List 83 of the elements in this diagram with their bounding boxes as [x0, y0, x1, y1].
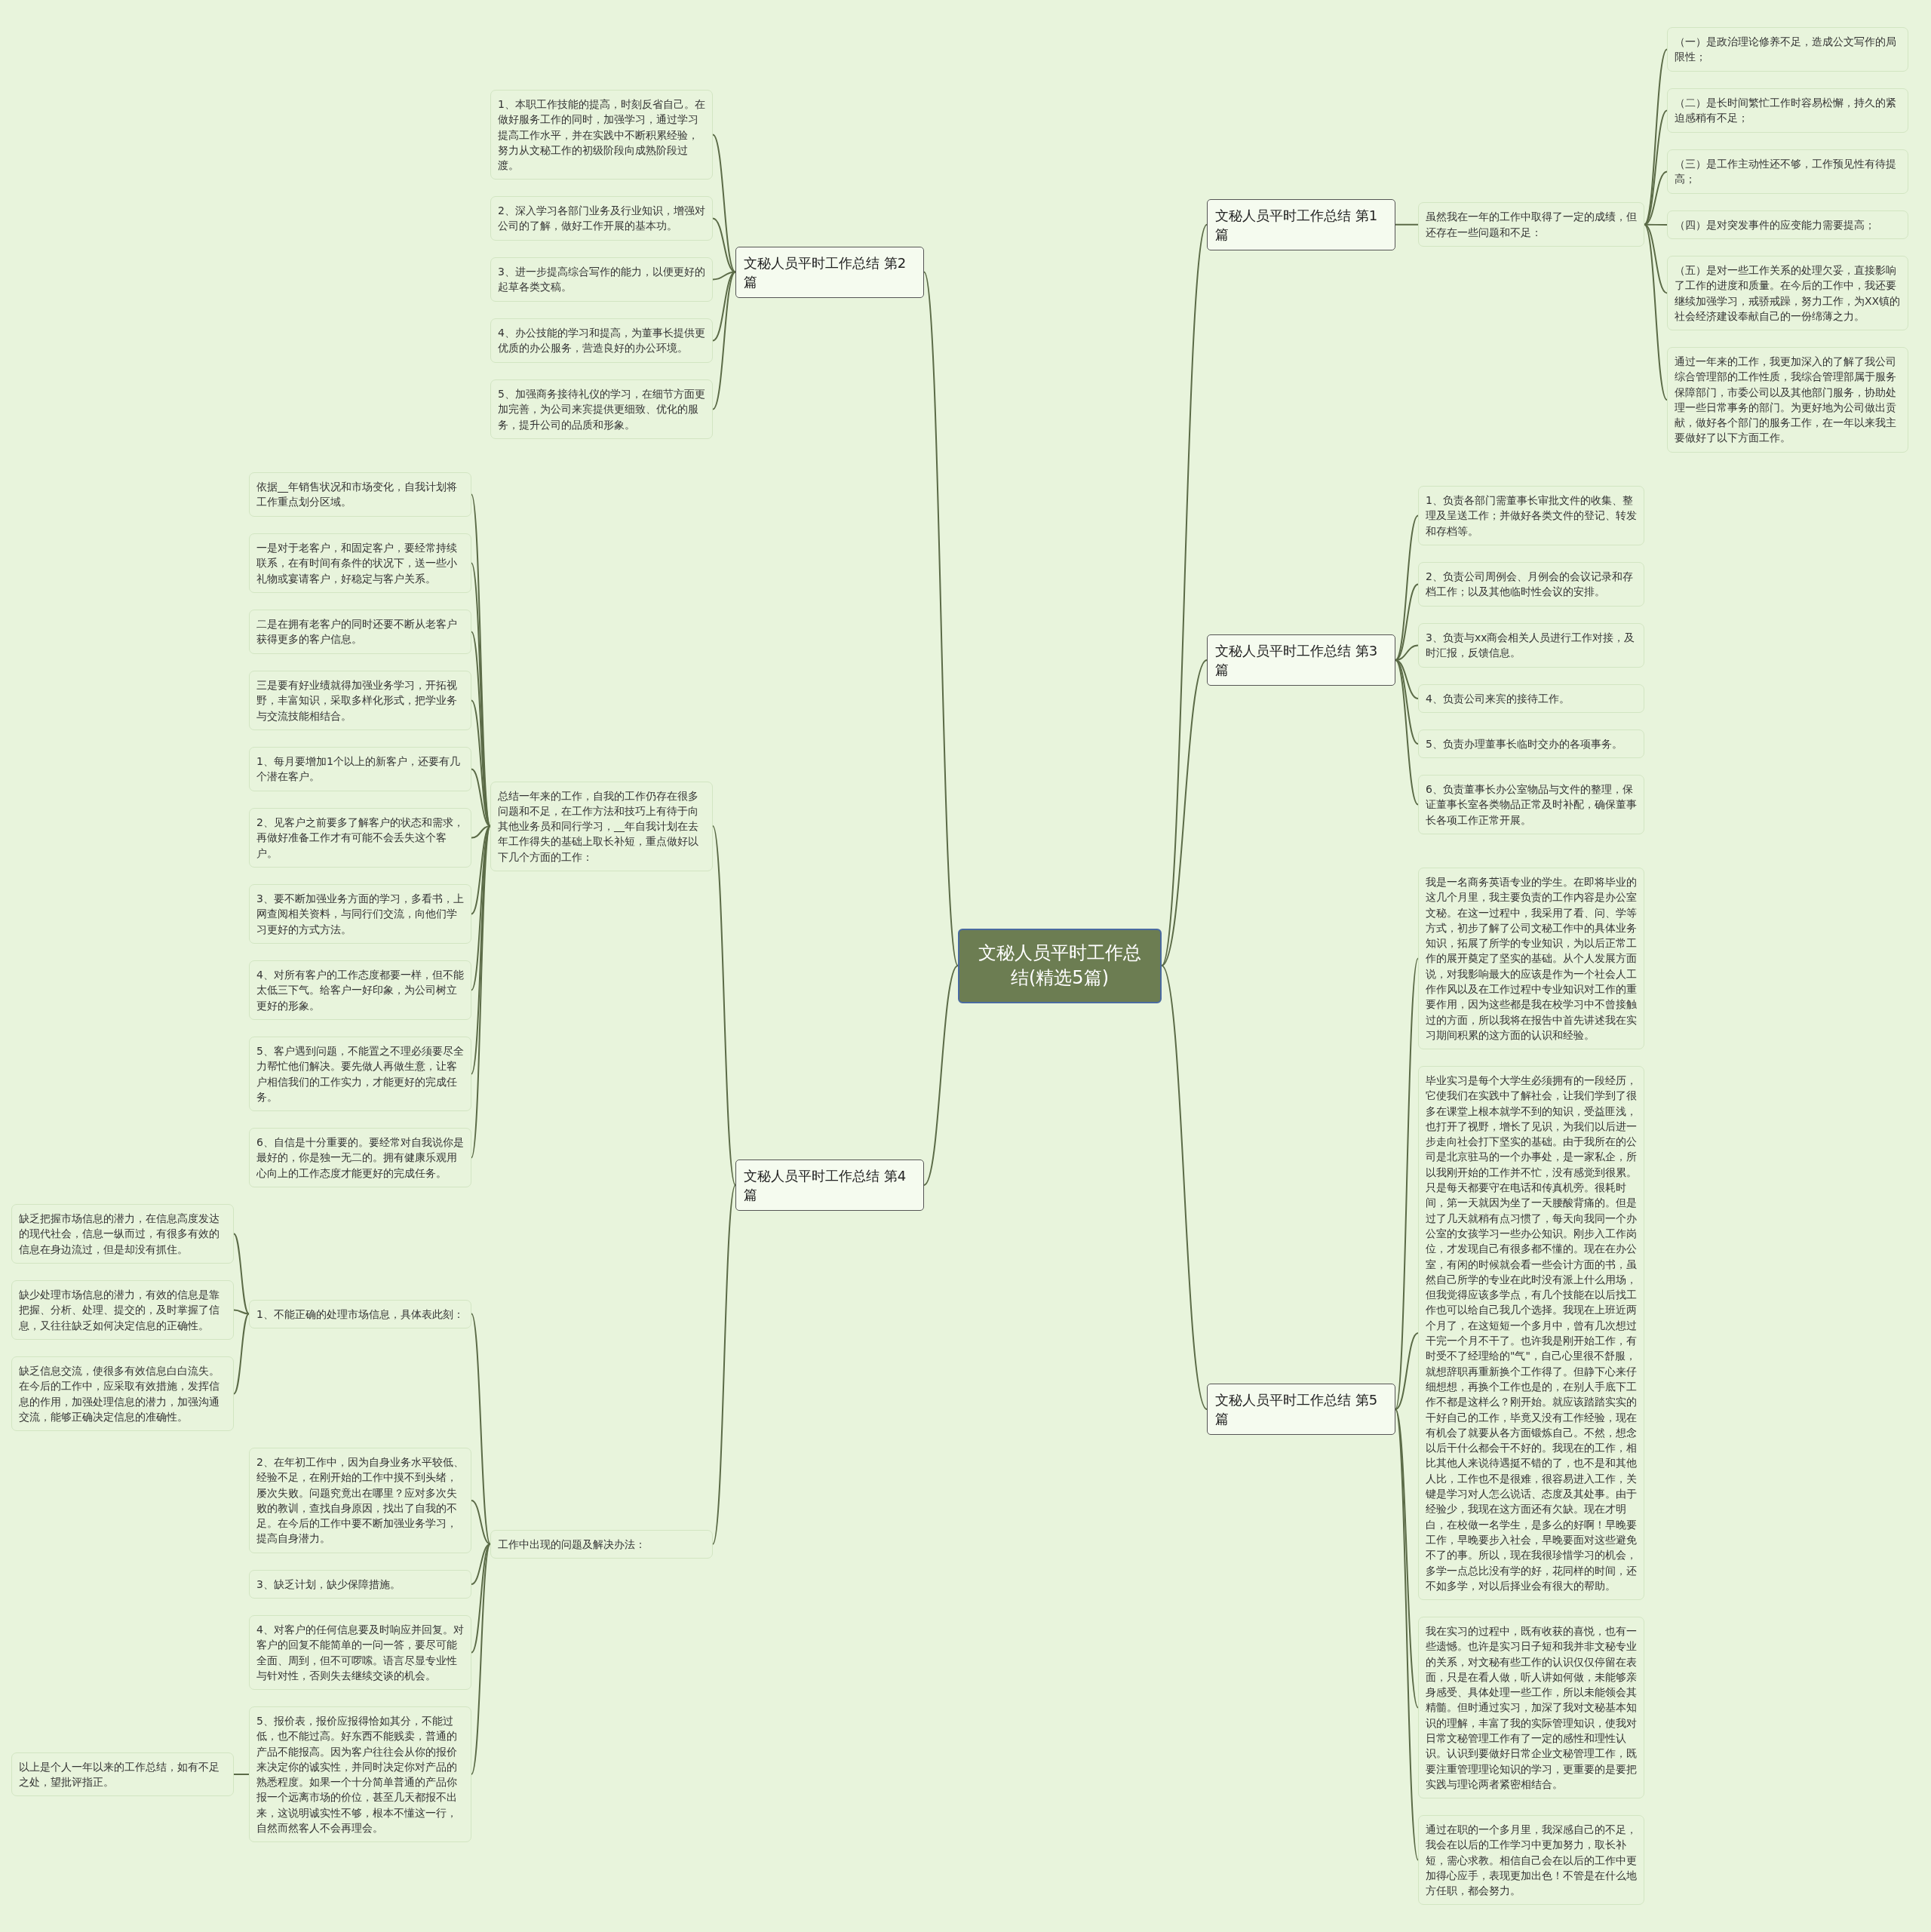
- note-box: 3、要不断加强业务方面的学习，多看书，上网查阅相关资料，与同行们交流，向他们学习更好的方式方法。: [249, 884, 471, 944]
- connector-line: [471, 1543, 491, 1585]
- note-box: 1、不能正确的处理市场信息，具体表此刻：: [249, 1299, 471, 1328]
- note-box: （五）是对一些工作关系的处理欠妥，直接影响了工作的进度和质量。在今后的工作中，我还要继续加强学习，戒骄戒躁，努力工作，为XX镇的社会经济建设奉献自己的一份绵薄之力。: [1667, 256, 1908, 331]
- connector-line: [712, 1184, 736, 1545]
- note-box: 2、在年初工作中，因为自身业务水平较低、经验不足，在刚开始的工作中摸不到头绪，屡次失败。问题究竟出在哪里？应对多次失败的教训，查找自身原因，找出了自我的不足。在今后的工作中要不断加强业务学习，提高自身潜力。: [249, 1448, 471, 1553]
- connector-line: [471, 1500, 491, 1545]
- connector-line: [1395, 957, 1419, 1410]
- connector-line: [471, 825, 491, 839]
- connector-line: [1395, 1332, 1419, 1410]
- connector-line: [1161, 965, 1208, 1410]
- note-box: 6、自信是十分重要的。要经常对自我说你是最好的，你是独一无二的。拥有健康乐观用心向上的工作态度才能更好的完成任务。: [249, 1128, 471, 1187]
- connector-line: [1644, 48, 1668, 226]
- topic-box: 文秘人员平时工作总结 第4篇: [735, 1159, 924, 1212]
- note-box: 工作中出现的问题及解决办法：: [490, 1529, 713, 1559]
- connector-line: [233, 1233, 250, 1315]
- connector-line: [233, 1313, 250, 1395]
- note-box: 4、对所有客户的工作态度都要一样，但不能太低三下气。给客户一好印象，为公司树立更好的形象。: [249, 960, 471, 1020]
- connector-line: [1395, 659, 1419, 806]
- topic-box: 文秘人员平时工作总结 第3篇: [1207, 634, 1395, 686]
- connector-line: [1395, 1408, 1419, 1709]
- note-box: 5、加强商务接待礼仪的学习，在细节方面更加完善，为公司来宾提供更细致、优化的服务，提升公司的品质和形象。: [490, 379, 713, 439]
- note-box: 4、对客户的任何信息要及时响应并回复。对客户的回复不能简单的一问一答，要尽可能全面、周到，但不可啰嗦。语言尽显专业性与针对性，否则失去继续交谈的机会。: [249, 1615, 471, 1691]
- note-box: 通过在职的一个多月里，我深感自己的不足，我会在以后的工作学习中更加努力，取长补短，需心求教。相信自己会在以后的工作中更加得心应手，表现更加出色！不管是在什么地方任职，都会努力。: [1418, 1815, 1644, 1906]
- connector-line: [712, 271, 736, 410]
- note-box: 5、报价表，报价应报得恰如其分，不能过低，也不能过高。好东西不能贱卖，普通的产品不能报高。因为客户往往会从你的报价来决定你的诚实性，并同时决定你对产品的熟悉程度。如果一个十分简单普通的产品你报一个远离市场的价位，甚至几天都报不出来，这说明诚实性不够，根本不懂这一行，自然而然客人不会再理会。: [249, 1706, 471, 1843]
- central-topic-box: 文秘人员平时工作总结(精选5篇): [958, 928, 1162, 1003]
- note-box: 二是在拥有老客户的同时还要不断从老客户获得更多的客户信息。: [249, 610, 471, 654]
- connector-line: [923, 271, 959, 966]
- note-box: 2、负责公司周例会、月例会的会议记录和存档工作；以及其他临时性会议的安排。: [1418, 562, 1644, 607]
- topic-box: 文秘人员平时工作总结 第5篇: [1207, 1384, 1395, 1436]
- note-box: 2、见客户之前要多了解客户的状态和需求，再做好准备工作才有可能不会丢失这个客户。: [249, 808, 471, 868]
- connector-line: [1395, 223, 1419, 226]
- topic-box: 文秘人员平时工作总结 第2篇: [735, 246, 924, 298]
- note-box: 2、深入学习各部门业务及行业知识，增强对公司的了解，做好工作开展的基本功。: [490, 196, 713, 241]
- note-box: 我是一名商务英语专业的学生。在即将毕业的这几个月里，我主要负责的工作内容是办公室文秘。在这一过程中，我采用了看、问、学等方式，初步了解了公司文秘工作中的具体业务知识，拓展了所学的专业知识，为以后正常工作的展开奠定了坚实的基础。从个人发展方面说，对我影响最大的应该是作为一个社会人工作作风以及在工作过程中专业知识对工作的重要作用，因为这些都是我在校学习中不曾接触过的方面，所以我将在报告中首先讲述我在实习期间积累的这方面的认识和经验。: [1418, 868, 1644, 1050]
- note-box: 5、客户遇到问题，不能置之不理必须要尽全力帮忙他们解决。要先做人再做生意，让客户相信我们的工作实力，才能更好的完成任务。: [249, 1037, 471, 1112]
- connector-line: [471, 1543, 491, 1775]
- note-box: （一）是政治理论修养不足，造成公文写作的局限性；: [1667, 27, 1908, 72]
- note-box: 虽然我在一年的工作中取得了一定的成绩，但还存在一些问题和不足：: [1418, 202, 1644, 247]
- note-box: 缺乏把握市场信息的潜力，在信息高度发达的现代社会，信息一纵而过，有很多有效的信息在身边流过，但是却没有抓住。: [11, 1204, 234, 1264]
- connector-line: [471, 1313, 491, 1545]
- note-box: （四）是对突发事件的应变能力需要提高；: [1667, 210, 1908, 240]
- connector-line: [233, 1774, 250, 1775]
- topic-box: 文秘人员平时工作总结 第1篇: [1207, 198, 1395, 251]
- connector-line: [712, 134, 736, 273]
- note-box: 依据__年销售状况和市场变化，自我计划将工作重点划分区域。: [249, 472, 471, 517]
- note-box: （二）是长时间繁忙工作时容易松懈，持久的紧迫感稍有不足；: [1667, 88, 1908, 133]
- connector-line: [1644, 223, 1668, 401]
- note-box: 我在实习的过程中，既有收获的喜悦，也有一些遗憾。也许是实习日子短和我并非文秘专业的关系，对文秘有些工作的认识仅仅停留在表面，只是在看人做，听人讲如何做，未能够亲身感受、具体处理一些工作，所以未能领会其精髓。但时通过实习，加深了我对文秘基本知识的理解，丰富了我的实际管理知识，使我对日常文秘管理工作有了一定的感性和理性认识。认识到要做好日常企业文秘管理工作，既要注重管理理论知识的学习，更重要的是要把实践与理论两者紧密相结合。: [1418, 1617, 1644, 1799]
- note-box: 4、办公技能的学习和提高，为董事长提供更优质的办公服务，营造良好的办公环境。: [490, 318, 713, 363]
- connector-line: [1395, 1408, 1419, 1861]
- note-box: 4、负责公司来宾的接待工作。: [1418, 684, 1644, 714]
- connector-line: [1161, 659, 1208, 966]
- note-box: 毕业实习是每个大学生必须拥有的一段经历，它使我们在实践中了解社会，让我们学到了很多在课堂上根本就学不到的知识，受益匪浅，也打开了视野，增长了见识，为我们以后进一步走向社会打下坚实的基础。由于我所在的公司是北京驻马的一个办事处，是一家私企，所以我刚开始的工作并不忙，没有感觉到很累。只是每天都要守在电话和传真机旁。很耗时间，第一天就因为坐了一天腰酸背痛的。但是过了几天就稍有点习惯了，每天向我同一个办公室的女孩学习一些办公知识。刚步入工作岗位，才发现自己有很多都不懂的。现在在办公室，有闲的时候就会看一些会计方面的书，虽然自己所学的专业在此时没有派上什么用场，但我觉得应该多学点，有几个技能在以后找工作也可以给自己我几个选择。我现在上班近两个月了，在这短短一个多月中，曾有几次想过干完一个月不干了。也许我是刚开始工作，有时受不了经理给的"气"，自己心里很不舒服，就想辞职再重新换个工作得了。但静下心来仔细想想，再换个工作也是的，在别人手底下工作不都是这样么？刚开始。就应该踏踏实实的干好自己的工作，毕竟又没有工作经验，现在有机会了就要从各方面锻炼自己。不然，想念以后干什么都会干不好的。我现在的工作，相比其他人来说待遇挺不错的了，也不是和其他人比，工作也不是很难，很容易进入工作，关键是学习对人怎么说话、态度及其处事。由于经验少，我现在这方面还有欠缺。现在才明白，在校做一名学生，是多么的好啊！早晚要工作，早晚要步入社会，早晚要面对这些避免不了的事。所以，现在我很珍惜学习的机会，多学一点总比没有学的好，花同样的时间，还不如多学，对以后择业会有很大的帮助。: [1418, 1066, 1644, 1601]
- connector-line: [471, 768, 491, 827]
- connector-line: [923, 965, 959, 1186]
- connector-line: [1395, 583, 1419, 661]
- connector-line: [233, 1309, 250, 1315]
- connector-line: [1395, 659, 1419, 745]
- note-box: 通过一年来的工作，我更加深入的了解了我公司综合管理部的工作性质，我综合管理部属于服务保障部门，市委公司以及其他部门服务，协助处理一些日常事务的部门。为更好地为公司做出贡献，做好各个部门的服务工作，在一年以来我主要做好了以下方面工作。: [1667, 347, 1908, 453]
- note-box: 1、负责各部门需董事长审批文件的收集、整理及呈送工作；并做好各类文件的登记、转发和存档等。: [1418, 486, 1644, 545]
- connector-line: [1644, 109, 1668, 226]
- note-box: 3、负责与xx商会相关人员进行工作对接，及时汇报，反馈信息。: [1418, 623, 1644, 668]
- note-box: 3、缺乏计划，缺少保障措施。: [249, 1570, 471, 1599]
- connector-line: [712, 217, 736, 273]
- connector-line: [471, 825, 491, 915]
- note-box: 1、本职工作技能的提高，时刻反省自己。在做好服务工作的同时，加强学习，通过学习提高工作水平，并在实践中不断积累经验，努力从文秘工作的初级阶段向成熟阶段过渡。: [490, 90, 713, 180]
- note-box: 三是要有好业绩就得加强业务学习，开拓视野，丰富知识，采取多样化形式，把学业务与交流技能相结合。: [249, 671, 471, 730]
- note-box: 以上是个人一年以来的工作总结，如有不足之处，望批评指正。: [11, 1752, 234, 1797]
- note-box: 缺乏信息交流，使很多有效信息白白流失。在今后的工作中，应采取有效措施，发挥信息的作用，加强处理信息的潜力，加强沟通交流，能够正确决定信息的准确性。: [11, 1356, 234, 1432]
- connector-line: [712, 825, 736, 1186]
- note-box: 总结一年来的工作，自我的工作仍存在很多问题和不足，在工作方法和技巧上有待于向其他业务员和同行学习，__年自我计划在去年工作得失的基础上取长补短，重点做好以下几个方面的工作：: [490, 781, 713, 871]
- note-box: 一是对于老客户，和固定客户，要经常持续联系，在有时间有条件的状况下，送一些小礼物或宴请客户，好稳定与客户关系。: [249, 533, 471, 593]
- note-box: 5、负责办理董事长临时交办的各项事务。: [1418, 729, 1644, 759]
- connector-line: [1644, 223, 1668, 294]
- connector-line: [1161, 223, 1208, 966]
- note-box: 1、每月要增加1个以上的新客户，还要有几个潜在客户。: [249, 747, 471, 791]
- note-box: 缺少处理市场信息的潜力，有效的信息是靠把握、分析、处理、提交的，及时掌握了信息，又往往缺乏如何决定信息的正确性。: [11, 1280, 234, 1340]
- note-box: 3、进一步提高综合写作的能力，以便更好的起草各类文稿。: [490, 257, 713, 302]
- note-box: （三）是工作主动性还不够，工作预见性有待提高；: [1667, 149, 1908, 194]
- connector-line: [471, 1543, 491, 1654]
- note-box: 6、负责董事长办公室物品与文件的整理，保证董事长室各类物品正常及时补配，确保董事长各项工作正常开展。: [1418, 775, 1644, 834]
